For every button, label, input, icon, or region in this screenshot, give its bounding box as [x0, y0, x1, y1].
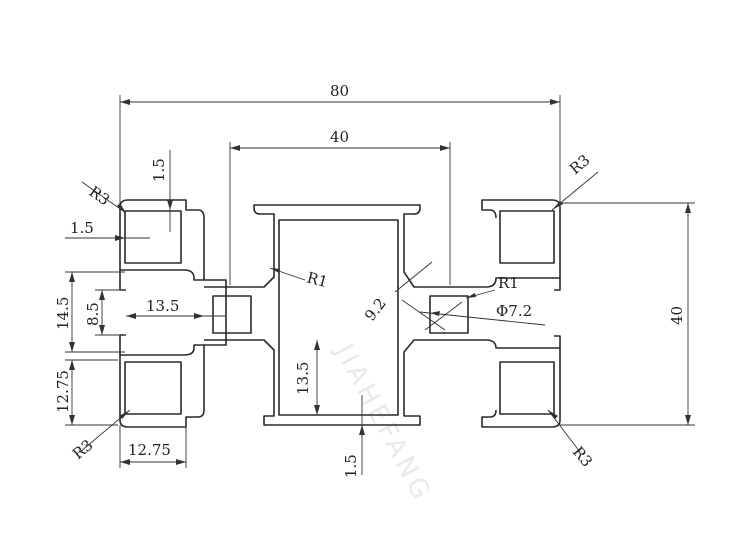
dim-slot-height: 14.5 [54, 297, 72, 330]
dim-channel-depth: 13.5 [294, 362, 312, 395]
left-core [212, 295, 252, 334]
right-bottom-pocket [499, 361, 555, 415]
left-bottom-pocket [124, 361, 182, 415]
dim-pocket-height: 12.75 [54, 370, 72, 413]
right-top-pocket [499, 210, 555, 264]
center-channel [278, 219, 399, 416]
dim-node-width: 13.5 [146, 297, 179, 315]
dim-slot-opening: 8.5 [84, 302, 102, 326]
dim-fillet-center: R1 [305, 268, 330, 291]
center-bottom-wall [204, 339, 474, 426]
dimension-lines [65, 95, 695, 475]
dim-radius-bottom-left: R3 [69, 436, 97, 463]
left-top-pocket [124, 210, 182, 264]
left-top-pocket-outline [119, 199, 205, 281]
dim-width-overall: 80 [330, 82, 349, 100]
right-bottom-pocket-outline [474, 339, 561, 428]
dim-height-overall: 40 [668, 306, 686, 325]
left-bottom-pocket-outline [119, 344, 205, 428]
right-top-pocket-outline [474, 199, 561, 288]
dim-radius-bottom-right: R3 [569, 443, 596, 471]
right-slot-lips [554, 278, 561, 348]
dim-wall-left: 1.5 [70, 219, 94, 237]
watermark-text: JIAHEFANG [328, 337, 438, 507]
aluminum-profile [119, 199, 561, 428]
dim-pocket-width: 12.75 [128, 441, 171, 459]
dim-fillet-right: R1 [498, 274, 519, 292]
dim-wall-bottom: 1.5 [342, 454, 360, 478]
dim-radius-top-left: R3 [86, 183, 113, 210]
left-slot-lips [119, 270, 126, 355]
center-top-wall [204, 204, 474, 288]
dim-core-hole: Φ7.2 [496, 302, 532, 320]
dim-width-center: 40 [330, 128, 349, 146]
left-node-wall [204, 279, 227, 346]
dim-wall-top: 1.5 [150, 158, 168, 182]
dim-radius-top-right: R3 [566, 151, 594, 178]
dim-node-diagonal: 9.2 [361, 295, 390, 325]
right-core [429, 295, 469, 334]
